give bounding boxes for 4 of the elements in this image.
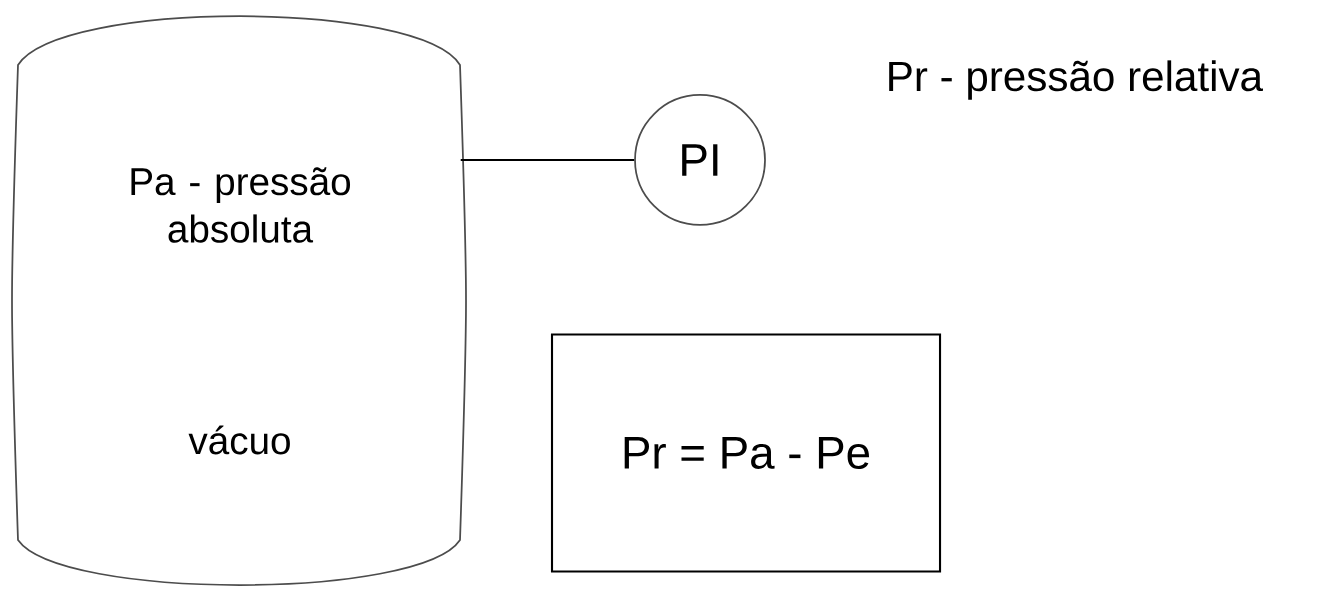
side-label: Pr - pressão relativa [889, 60, 1263, 100]
tank-drawing: Pa - pressão absoluta vácuo [11, 15, 467, 586]
formula-box: Pr = Pa - Pe [550, 333, 942, 573]
connector-line [460, 158, 635, 162]
